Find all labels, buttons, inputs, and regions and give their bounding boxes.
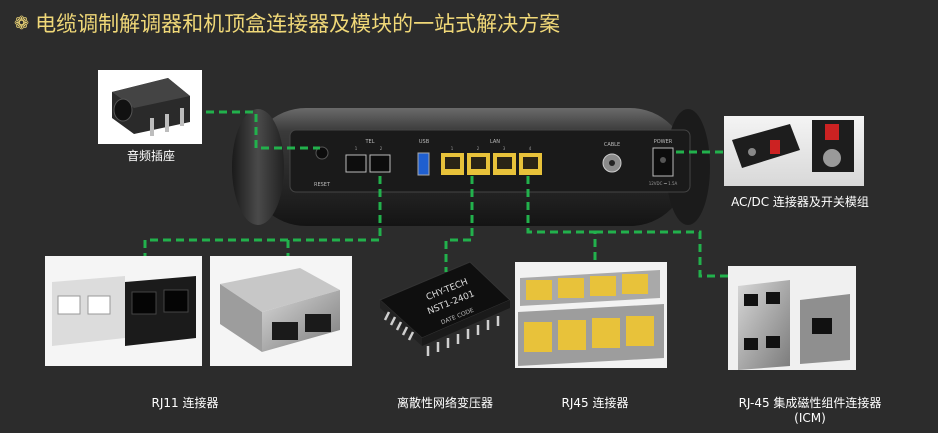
wire-rj11 bbox=[143, 176, 382, 256]
tel-port-2-number: 2 bbox=[380, 146, 383, 151]
cable-port-label: CABLE bbox=[604, 142, 620, 148]
audio-jack-label: 音频插座 bbox=[126, 149, 175, 163]
connection-lines bbox=[143, 110, 728, 278]
lan-port-4-number: 4 bbox=[529, 146, 532, 151]
lan-port-3-number: 3 bbox=[503, 146, 506, 151]
acdc-switch-image bbox=[724, 116, 864, 186]
usb-port-label: USB bbox=[419, 139, 430, 145]
audio-jack-image bbox=[98, 70, 202, 144]
wire-transformer bbox=[444, 176, 474, 272]
power-spec-label: 12VDC ⎓ 1.5A bbox=[649, 181, 678, 186]
rj45-connector-image bbox=[515, 262, 667, 368]
tel-port-label: TEL bbox=[365, 139, 375, 145]
icm-connector-image bbox=[728, 266, 856, 370]
reset-hole-icon bbox=[315, 146, 329, 160]
wire-rj45 bbox=[526, 176, 597, 262]
rj45-label: RJ45 连接器 bbox=[561, 396, 629, 410]
tel-port-2 bbox=[369, 154, 391, 173]
transformer-chip-image: CHY-TECH NST1-2401 DATE CODE bbox=[379, 261, 511, 356]
page-title-text: 电缆调制解调器和机顶盒连接器及模块的一站式解决方案 bbox=[35, 12, 561, 36]
rj11-label: RJ11 连接器 bbox=[151, 396, 219, 410]
lan-port-2-number: 2 bbox=[477, 146, 480, 151]
icm-label: RJ-45 集成磁性组件连接器(ICM) bbox=[738, 396, 882, 425]
transformer-label: 离散性网络变压器 bbox=[396, 396, 493, 410]
page-title: ❁ 电缆调制解调器和机顶盒连接器及模块的一站式解决方案 bbox=[14, 8, 560, 38]
rj11-connector-image-1 bbox=[45, 256, 202, 366]
usb-port bbox=[417, 152, 430, 176]
tel-port-1 bbox=[345, 154, 367, 173]
rj11-connector-image-2 bbox=[210, 256, 352, 366]
power-port-label: POWER bbox=[654, 139, 673, 145]
lan-port-1-number: 1 bbox=[451, 146, 454, 151]
modem-left-cap bbox=[232, 109, 284, 225]
lan-port-label: LAN bbox=[490, 139, 500, 145]
wire-icm bbox=[595, 230, 728, 278]
spiral-bullet-icon: ❁ bbox=[14, 12, 30, 34]
wire-audio bbox=[206, 110, 320, 150]
tel-port-1-number: 1 bbox=[355, 146, 358, 151]
reset-port-label: RESET bbox=[314, 182, 331, 188]
acdc-label: AC/DC 连接器及开关模组 bbox=[731, 195, 869, 209]
